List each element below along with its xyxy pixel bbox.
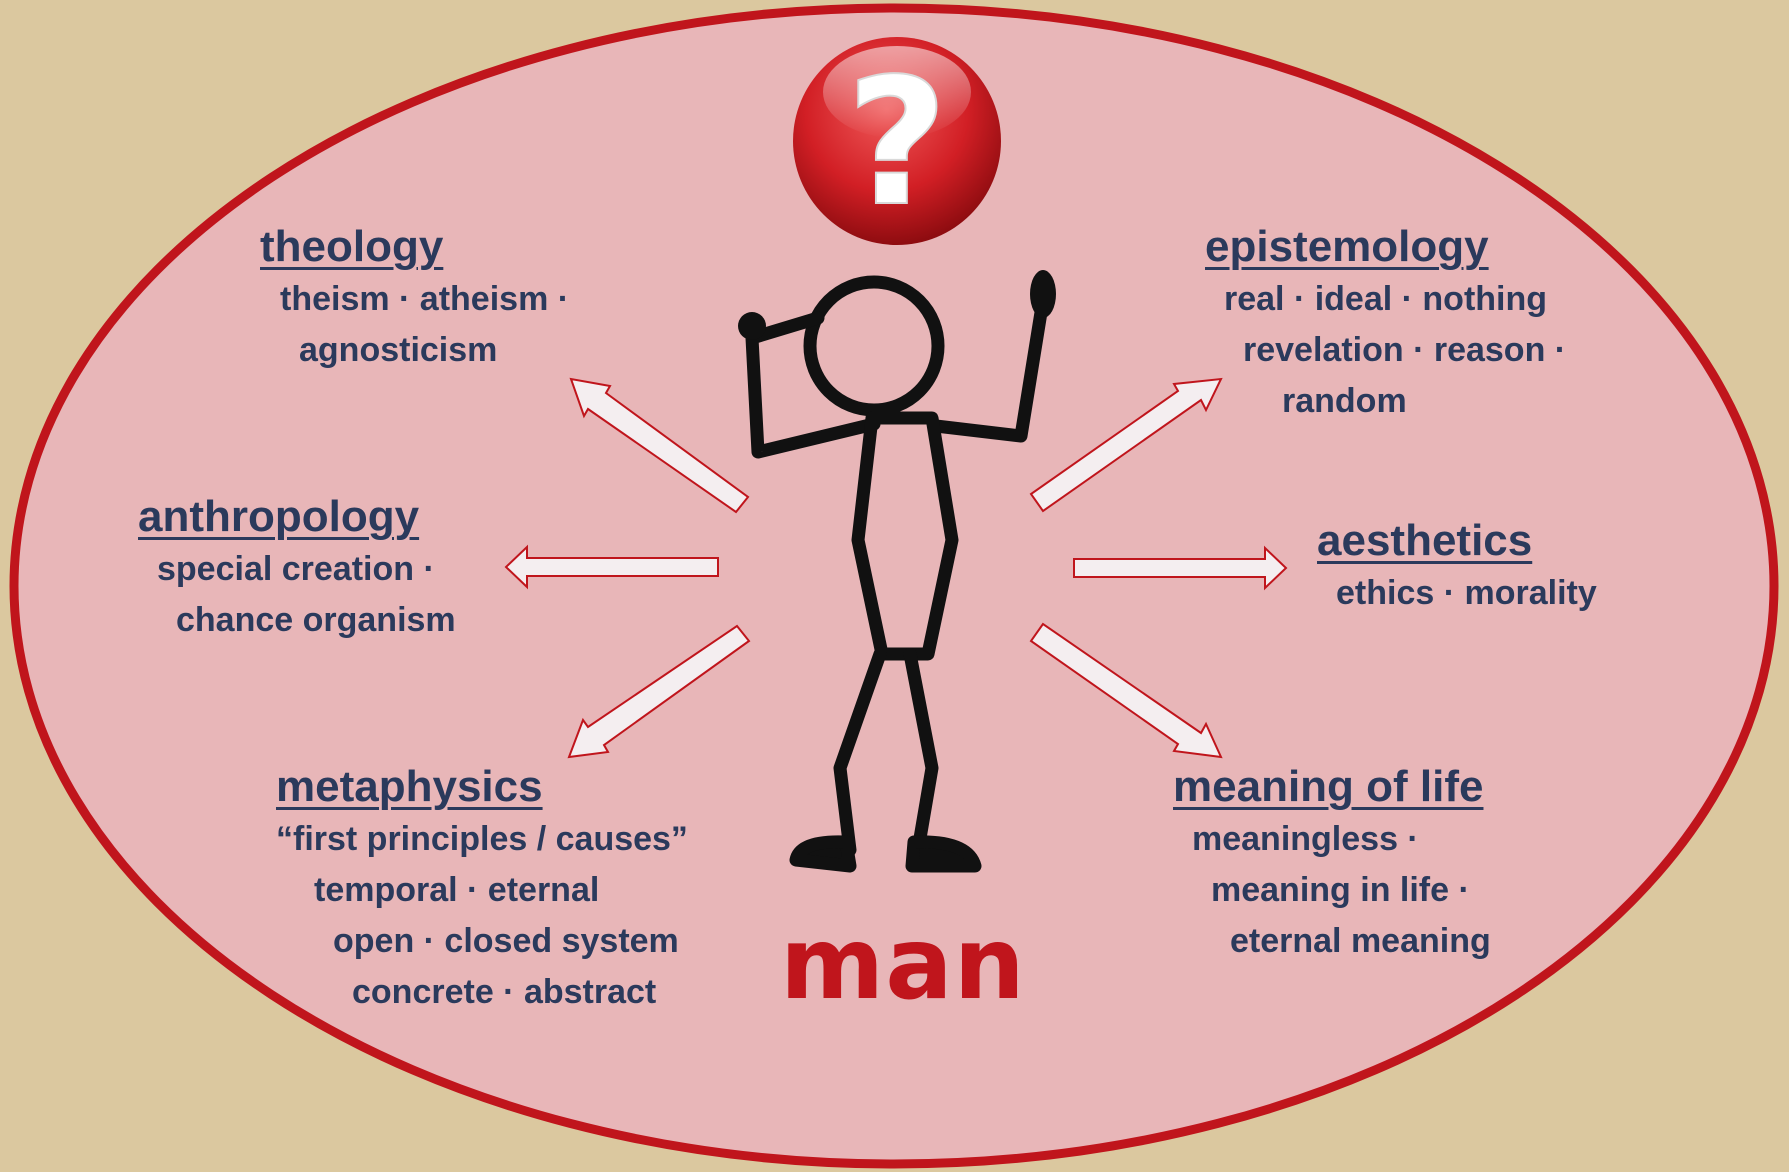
- aesthetics-block: aesthetics ethics · morality: [1317, 514, 1597, 619]
- anthropology-line: special creation ·: [138, 544, 456, 595]
- theology-line: agnosticism: [260, 325, 569, 376]
- epistemology-line: random: [1205, 376, 1566, 427]
- epistemology-title: epistemology: [1205, 220, 1566, 274]
- metaphysics-line: temporal · eternal: [276, 865, 688, 916]
- meaning-of-life-title: meaning of life: [1173, 760, 1491, 814]
- epistemology-block: epistemology real · ideal · nothing reve…: [1205, 220, 1566, 427]
- theology-title: theology: [260, 220, 569, 274]
- aesthetics-line: ethics · morality: [1317, 568, 1597, 619]
- aesthetics-title: aesthetics: [1317, 514, 1597, 568]
- epistemology-line: revelation · reason ·: [1205, 325, 1566, 376]
- theology-block: theology theism · atheism · agnosticism: [260, 220, 569, 376]
- meaning-of-life-line: meaning in life ·: [1173, 865, 1491, 916]
- metaphysics-title: metaphysics: [276, 760, 688, 814]
- metaphysics-line: “first principles / causes”: [276, 814, 688, 865]
- epistemology-line: real · ideal · nothing: [1205, 274, 1566, 325]
- anthropology-title: anthropology: [138, 490, 456, 544]
- meaning-of-life-line: meaningless ·: [1173, 814, 1491, 865]
- meaning-of-life-block: meaning of life meaningless · meaning in…: [1173, 760, 1491, 967]
- metaphysics-block: metaphysics “first principles / causes” …: [276, 760, 688, 1018]
- theology-line: theism · atheism ·: [260, 274, 569, 325]
- meaning-of-life-line: eternal meaning: [1173, 916, 1491, 967]
- question-mark-icon: ?: [793, 37, 1001, 245]
- metaphysics-line: open · closed system: [276, 916, 688, 967]
- center-label: man: [780, 905, 1026, 1022]
- anthropology-line: chance organism: [138, 595, 456, 646]
- anthropology-block: anthropology special creation · chance o…: [138, 490, 456, 646]
- metaphysics-line: concrete · abstract: [276, 967, 688, 1018]
- svg-text:?: ?: [846, 42, 948, 245]
